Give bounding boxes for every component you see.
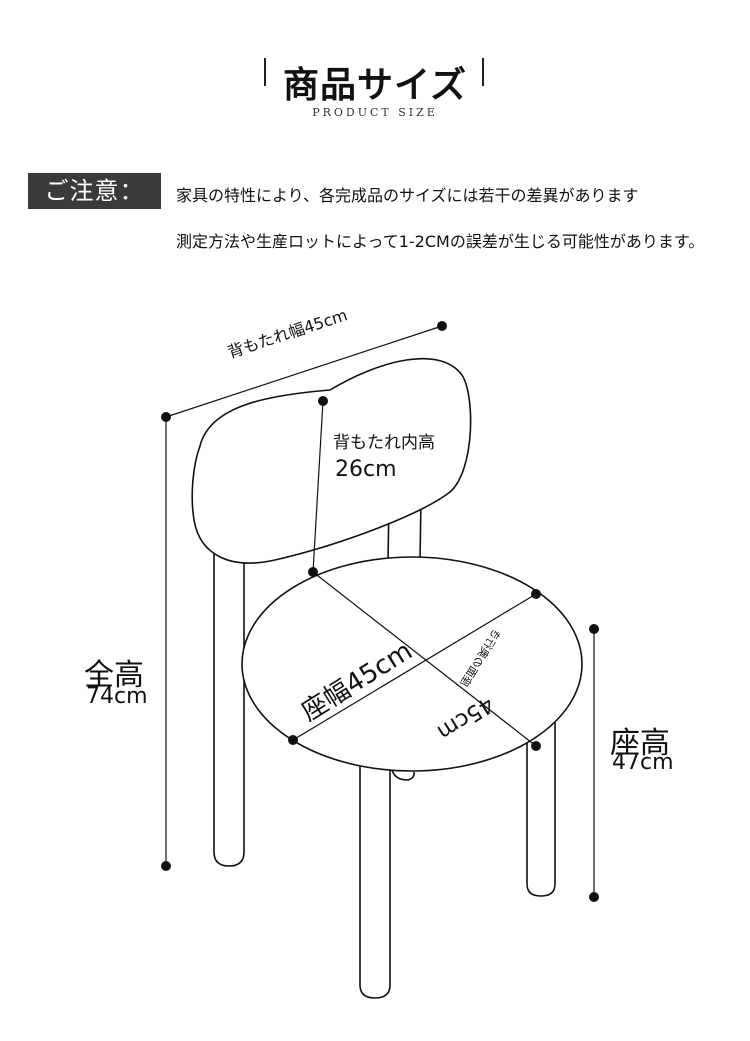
seat-width-line (312, 571, 537, 747)
marker-dot (437, 321, 447, 331)
chair-backrest (191, 357, 472, 564)
seat-height-value: 47cm (612, 750, 674, 775)
chair-seat (241, 556, 583, 772)
backrest-inner-height-value: 26cm (335, 457, 397, 482)
total-height-label: 全高 (84, 658, 144, 693)
chair-front-leg-right (526, 721, 556, 897)
marker-dot (589, 892, 599, 902)
chair-front-leg-left (359, 751, 391, 999)
title-right-bar (482, 58, 484, 86)
marker-dot (589, 624, 599, 634)
marker-dot (161, 861, 171, 871)
backrest-inner-height-line (312, 400, 324, 573)
chair-seat-underside (391, 769, 415, 781)
page-subtitle: PRODUCT SIZE (312, 106, 438, 119)
marker-dot (531, 589, 541, 599)
marker-dot (531, 741, 541, 751)
notice-line-1: 家具の特性により、各完成品のサイズには若干の差異があります (176, 186, 639, 205)
page-title: 商品サイズ (283, 65, 467, 106)
marker-dot (288, 735, 298, 745)
title-left-bar (264, 58, 266, 86)
chair-back-leg-left (213, 544, 245, 867)
backrest-width-line (165, 325, 443, 418)
marker-dot (308, 567, 318, 577)
notice-line-2: 測定方法や生産ロットによって1-2CMの誤差が生じる可能性があります。 (176, 232, 705, 251)
total-height-value: 74cm (86, 684, 148, 709)
backrest-inner-height-label: 背もたれ内高 (333, 433, 435, 453)
marker-dot (161, 412, 171, 422)
notice-label: ご注意： (28, 173, 161, 209)
marker-dot (318, 396, 328, 406)
seat-depth-line (292, 593, 537, 741)
seat-height-label: 座高 (610, 726, 670, 761)
